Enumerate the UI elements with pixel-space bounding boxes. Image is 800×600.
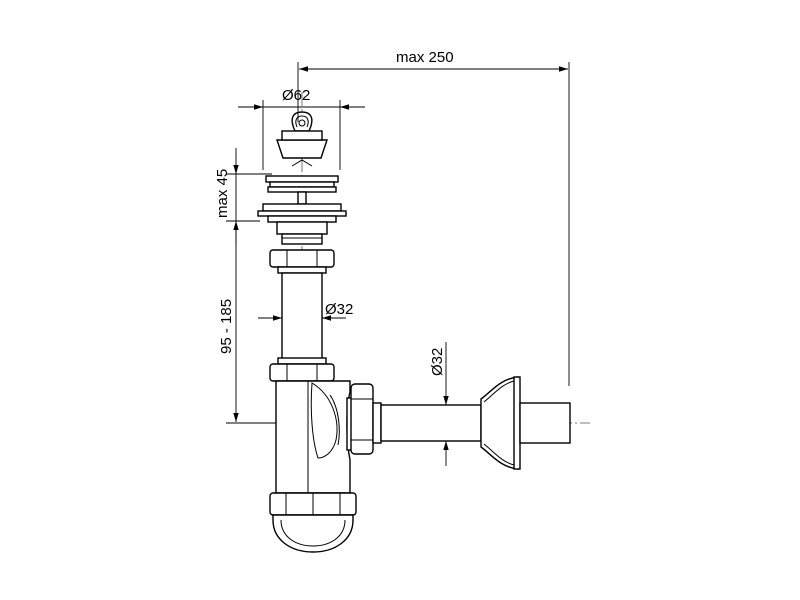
dimension-cap-diameter: Ø62 — [238, 87, 365, 170]
vertical-pipe — [281, 272, 323, 364]
upper-union-nut — [269, 249, 335, 274]
dimension-vertical-pipe: Ø32 — [258, 301, 353, 321]
lower-union-nut — [269, 357, 335, 382]
strainer-plug — [265, 111, 339, 219]
max-width-label: max 250 — [396, 49, 454, 66]
horizontal-pipe — [380, 404, 482, 442]
side-outlet-nut — [346, 383, 382, 455]
dimension-max-width: max 250 — [297, 49, 570, 386]
waste-outlet — [257, 203, 347, 245]
dimension-horizontal-pipe: Ø32 — [429, 342, 449, 466]
wall-rosette — [480, 376, 521, 470]
trap-bottom-cup — [269, 492, 357, 553]
trap-body — [275, 380, 351, 494]
horizontal-pipe-diameter-label: Ø32 — [429, 348, 446, 376]
wall-pipe — [519, 402, 571, 444]
max-height-label: max 45 — [214, 169, 231, 218]
vertical-pipe-diameter-label: Ø32 — [325, 301, 353, 318]
height-range-label: 95 - 185 — [218, 299, 235, 354]
cap-diameter-label: Ø62 — [282, 87, 310, 104]
dimension-height-range: 95 - 185 — [218, 222, 276, 424]
